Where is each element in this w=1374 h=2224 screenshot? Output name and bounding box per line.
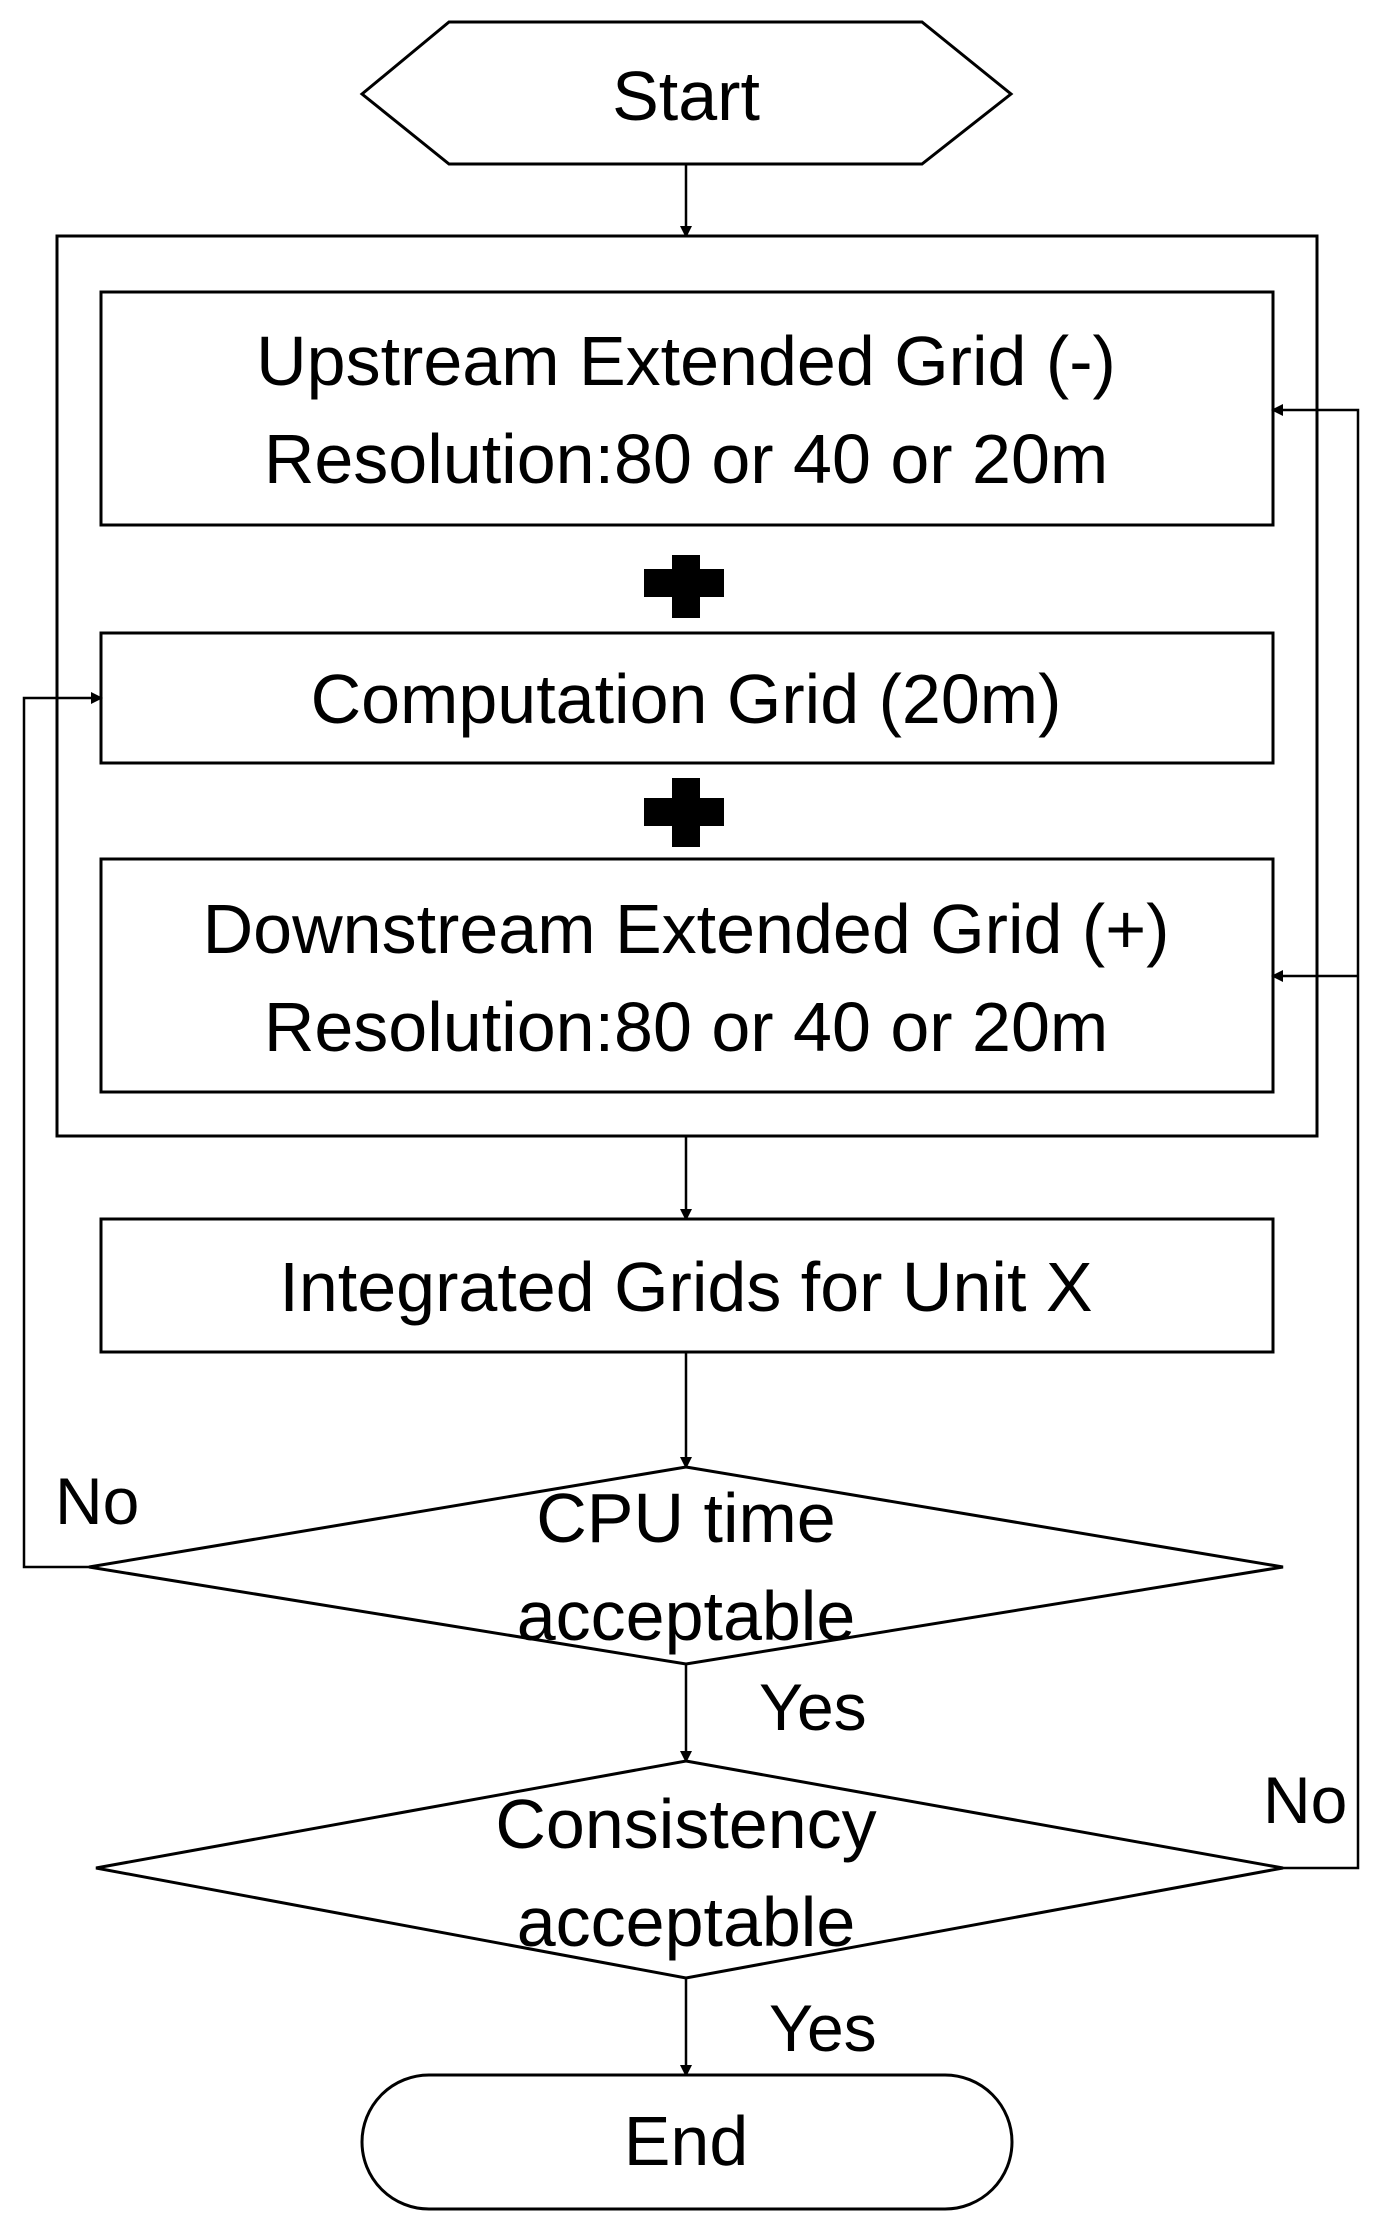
downstream-grid-node: Downstream Extended Grid (+) Resolution:… <box>99 857 1275 1094</box>
downstream-line2: Resolution:80 or 40 or 20m <box>264 988 1108 1066</box>
start-label: Start <box>612 57 760 135</box>
computation-label: Computation Grid (20m) <box>311 660 1062 738</box>
integrated-label: Integrated Grids for Unit X <box>279 1248 1092 1326</box>
cpu-decision-line2: acceptable <box>517 1577 856 1655</box>
consistency-decision: Consistency acceptable <box>95 1759 1284 1980</box>
upstream-line1: Upstream Extended Grid (-) <box>256 322 1116 400</box>
plus-icon <box>644 555 724 618</box>
arrow-consistency-no-to-upstream <box>1271 404 1360 1870</box>
cpu-time-decision: CPU time acceptable <box>88 1465 1284 1666</box>
end-node: End <box>360 2073 1014 2211</box>
cpu-no-label: No <box>55 1464 139 1538</box>
consistency-yes-label: Yes <box>769 1991 877 2065</box>
arrow-cpu-no-to-computation <box>22 692 103 1569</box>
computation-grid-node: Computation Grid (20m) <box>99 631 1275 765</box>
end-label: End <box>624 2102 749 2180</box>
cpu-yes-label: Yes <box>759 1670 867 1744</box>
start-node: Start <box>359 20 1014 166</box>
cpu-decision-line1: CPU time <box>536 1479 835 1557</box>
consistency-decision-line1: Consistency <box>495 1785 876 1863</box>
plus-icon <box>644 778 724 847</box>
consistency-no-label: No <box>1263 1763 1347 1837</box>
integrated-grids-node: Integrated Grids for Unit X <box>99 1217 1275 1354</box>
upstream-grid-node: Upstream Extended Grid (-) Resolution:80… <box>99 290 1275 527</box>
downstream-line1: Downstream Extended Grid (+) <box>203 890 1170 968</box>
consistency-decision-line2: acceptable <box>517 1883 856 1961</box>
upstream-line2: Resolution:80 or 40 or 20m <box>264 420 1108 498</box>
